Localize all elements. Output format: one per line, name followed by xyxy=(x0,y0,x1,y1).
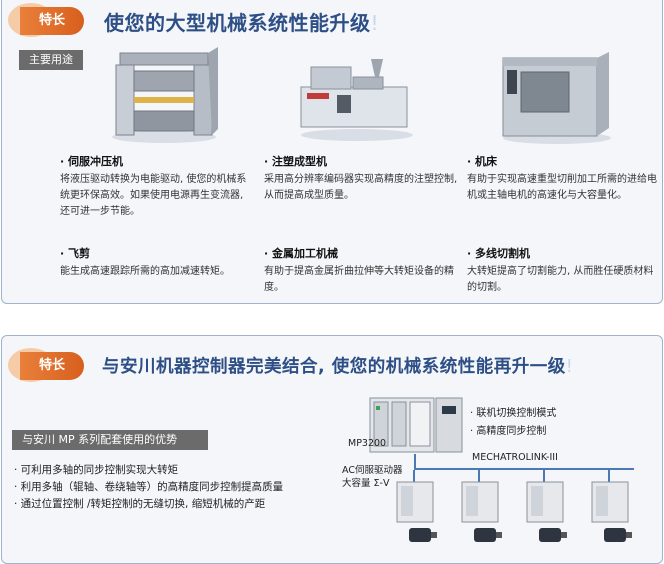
use-desc: 大转矩提高了切割能力, 从而胜任硬质材料的切割。 xyxy=(467,266,654,293)
network-bus xyxy=(414,468,634,470)
section2-headline: 与安川机器控制器完美结合, 使您的机械系统性能再升一级! xyxy=(102,353,573,378)
section1-headline-text: 使您的大型机械系统性能升级 xyxy=(104,11,371,35)
drive-label: AC伺服驱动器 大容量 Σ-V xyxy=(342,464,402,490)
feature-item: · 联机切换控制模式 xyxy=(470,408,557,419)
main-uses-tag: 主要用途 xyxy=(19,50,83,70)
use-machine-tool: · 机床 有助于实现高速重型切削加工所需的进给电机或主轴电机的高速化与大容量化。 xyxy=(467,153,657,204)
section1-headline: 使您的大型机械系统性能升级! xyxy=(104,7,379,36)
use-servo-press: · 伺服冲压机 将液压驱动转换为电能驱动, 使您的机械系统更环保高效。如果使用电… xyxy=(60,153,250,220)
headline-mark: ! xyxy=(565,357,574,377)
section2-headline-text: 与安川机器控制器完美结合, 使您的机械系统性能再升一级 xyxy=(102,357,566,377)
use-desc: 能生成高速跟踪所需的高加减速转矩。 xyxy=(60,266,230,277)
servo-drive-icon xyxy=(526,470,567,542)
controller-panel: 特长 与安川机器控制器完美结合, 使您的机械系统性能再升一级! 与安川 MP 系… xyxy=(1,335,663,564)
advantage-item: · 可利用多轴的同步控制实现大转矩 xyxy=(14,464,179,476)
use-flying-shear: · 飞剪 能生成高速跟踪所需的高加减速转矩。 xyxy=(60,245,250,280)
use-title: · 机床 xyxy=(467,155,498,168)
mp3200-controller-icon xyxy=(369,397,463,453)
mp-series-tag: 与安川 MP 系列配套使用的优势 xyxy=(12,430,208,450)
servo-drive-icon xyxy=(396,470,437,542)
controller-label: MP3200 xyxy=(348,438,387,449)
advantage-item: · 通过位置控制 /转矩控制的无缝切换, 缩短机械的产距 xyxy=(14,498,266,510)
use-metal-working: · 金属加工机械 有助于提高金属折曲拉伸等大转矩设备的精度。 xyxy=(264,245,459,296)
servo-drives-group xyxy=(396,470,632,542)
use-title: · 多线切割机 xyxy=(467,247,531,260)
servo-press-illustration xyxy=(112,47,218,143)
advantage-item: · 利用多轴（辊轴、卷绕轴等）的高精度同步控制提高质量 xyxy=(14,481,284,493)
use-title: · 注塑成型机 xyxy=(264,155,328,168)
use-title: · 飞剪 xyxy=(60,247,91,260)
injection-molding-illustration xyxy=(300,59,413,141)
use-desc: 有助于实现高速重型切削加工所需的进给电机或主轴电机的高速化与大容量化。 xyxy=(467,174,657,201)
use-wire-saw: · 多线切割机 大转矩提高了切割能力, 从而胜任硬质材料的切割。 xyxy=(467,245,657,296)
use-injection-molding: · 注塑成型机 采用高分辨率编码器实现高精度的注塑控制, 从而提高成型质量。 xyxy=(264,153,459,204)
machine-tool-illustration xyxy=(502,52,611,144)
feature-item: · 高精度同步控制 xyxy=(470,426,547,437)
servo-drive-icon xyxy=(461,470,502,542)
feature-badge: 特长 xyxy=(8,348,88,388)
feature-badge: 特长 xyxy=(8,3,88,43)
use-desc: 有助于提高金属折曲拉伸等大转矩设备的精度。 xyxy=(264,266,454,293)
use-desc: 将液压驱动转换为电能驱动, 使您的机械系统更环保高效。如果使用电源再生变流器, … xyxy=(60,174,247,217)
headline-mark: ! xyxy=(370,11,380,35)
applications-panel: 特长 使您的大型机械系统性能升级! 主要用途 · 伺服冲压机 将液压驱动转换为电… xyxy=(1,0,663,304)
feature-badge-label: 特长 xyxy=(20,352,84,380)
network-link xyxy=(414,454,416,470)
servo-drive-icon xyxy=(591,470,632,542)
feature-badge-label: 特长 xyxy=(20,7,84,35)
drive-label-line2: 大容量 Σ-V xyxy=(342,478,390,489)
drive-label-line1: AC伺服驱动器 xyxy=(342,465,403,476)
use-title: · 金属加工机械 xyxy=(264,247,339,260)
advantages-list: · 可利用多轴的同步控制实现大转矩 · 利用多轴（辊轴、卷绕轴等）的高精度同步控… xyxy=(14,462,324,513)
use-desc: 采用高分辨率编码器实现高精度的注塑控制, 从而提高成型质量。 xyxy=(264,174,458,201)
use-title: · 伺服冲压机 xyxy=(60,155,124,168)
network-label: MECHATROLINK-III xyxy=(472,452,558,463)
